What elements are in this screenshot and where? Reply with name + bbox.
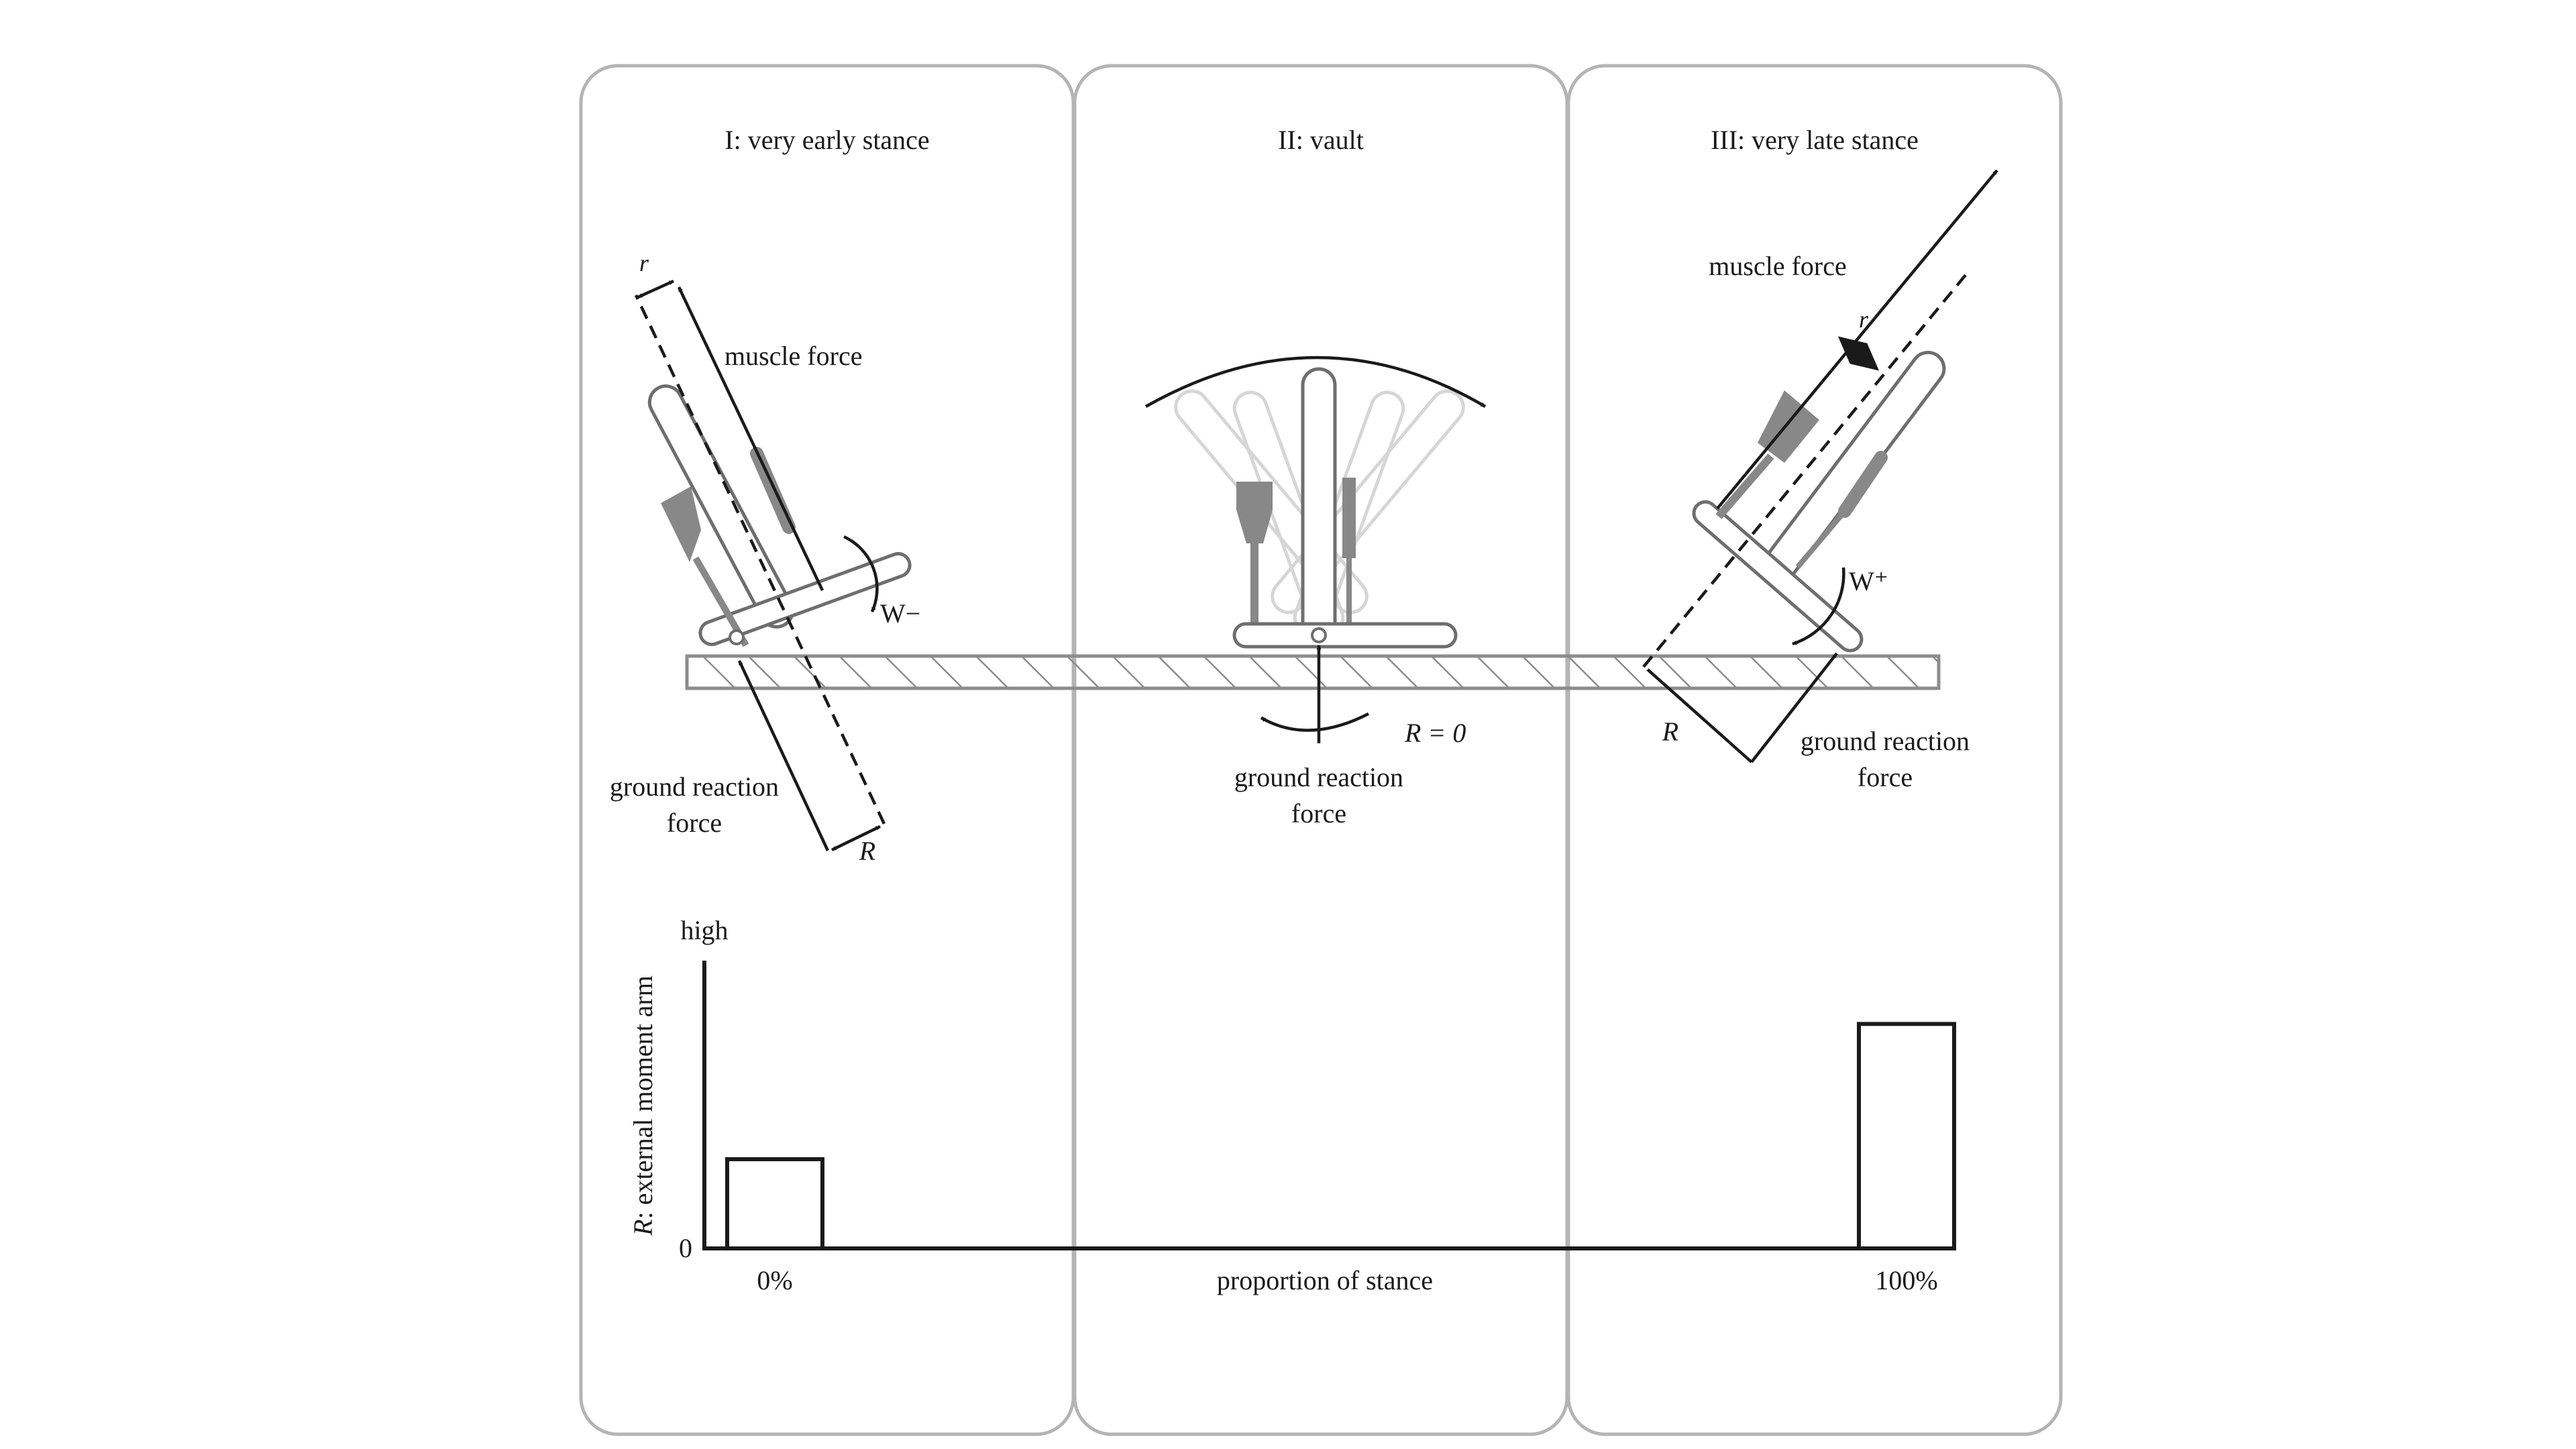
panel-title-early-stance: I: very early stance — [724, 125, 929, 155]
early-foot-segment — [698, 551, 912, 647]
vault-external-moment-arm-label: R = 0 — [1404, 718, 1466, 748]
late-external-moment-arm — [1646, 668, 1753, 763]
vault-grf-label-line2: force — [1291, 798, 1346, 828]
early-grf-label-line1: ground reaction — [610, 771, 779, 802]
chart-y-axis-label: R: external moment arm — [628, 975, 658, 1236]
vault-foot-segment — [1232, 622, 1458, 649]
early-grf-label-line2: force — [667, 808, 722, 838]
ground-surface — [685, 654, 1941, 690]
chart-xtick-0: 0% — [757, 1265, 792, 1295]
late-muscle-back — [1838, 451, 1888, 518]
vault-limb-segment — [1301, 367, 1337, 643]
late-grf-label-line2: force — [1858, 762, 1913, 792]
late-positive-work-arrow — [1792, 567, 1845, 646]
panel-frame-late-stance — [1566, 64, 2063, 1436]
chart-x-axis-label: proportion of stance — [1217, 1265, 1433, 1295]
chart-bar-late-stance — [1857, 1022, 1956, 1250]
early-ankle-joint — [729, 629, 745, 645]
early-internal-moment-arm — [637, 279, 674, 299]
panel-title-late-stance: III: very late stance — [1711, 125, 1919, 155]
late-internal-moment-arm-label: r — [1859, 306, 1869, 333]
vault-grf-label-line1: ground reaction — [1234, 762, 1403, 792]
chart-ytick-zero: 0 — [679, 1233, 692, 1263]
early-muscle-force-label: muscle force — [724, 341, 862, 371]
vault-rotation-arrow — [1260, 712, 1370, 732]
late-internal-moment-arm — [1837, 336, 1880, 371]
early-ground-reaction-force-arrow — [737, 660, 830, 851]
late-stance-limb — [1692, 350, 1946, 653]
late-muscle-front — [1758, 390, 1819, 463]
vault-muscle-front — [1236, 482, 1273, 543]
early-external-moment-arm — [831, 824, 881, 852]
early-muscle-force-arrow — [677, 286, 824, 591]
panel-title-vault: II: vault — [1278, 125, 1364, 155]
late-tendon-front — [1715, 453, 1774, 519]
chart-xtick-100: 100% — [1875, 1265, 1937, 1295]
vault-ankle-joint — [1311, 627, 1327, 643]
early-external-moment-arm-label: R — [859, 836, 875, 866]
vault-limb — [1232, 367, 1458, 649]
panel-frame-vault — [1073, 64, 1569, 1436]
early-muscle-front — [661, 486, 701, 562]
chart-bar-early-stance — [725, 1157, 824, 1251]
late-foot-segment — [1692, 500, 1864, 653]
late-muscle-force-label: muscle force — [1709, 251, 1846, 281]
early-negative-work-label: W− — [880, 598, 920, 629]
chart-ytick-high: high — [680, 915, 728, 945]
moment-arm-chart: high 0 R: external moment arm 0% 100% pr… — [628, 915, 1956, 1295]
late-ground-reaction-force-arrow — [1750, 652, 1838, 763]
early-force-line-of-action — [634, 294, 886, 824]
late-external-moment-arm-label: R — [1662, 716, 1678, 747]
late-limb-segment — [1764, 350, 1946, 581]
late-tendon-back — [1795, 509, 1847, 569]
early-negative-work-arrow — [843, 535, 879, 612]
late-positive-work-label: W⁺ — [1849, 566, 1888, 596]
early-internal-moment-arm-label: r — [639, 250, 649, 276]
vault-swing-arc-arrow — [1144, 356, 1487, 408]
late-grf-label-line1: ground reaction — [1801, 726, 1970, 756]
early-limb-segment — [647, 384, 795, 629]
